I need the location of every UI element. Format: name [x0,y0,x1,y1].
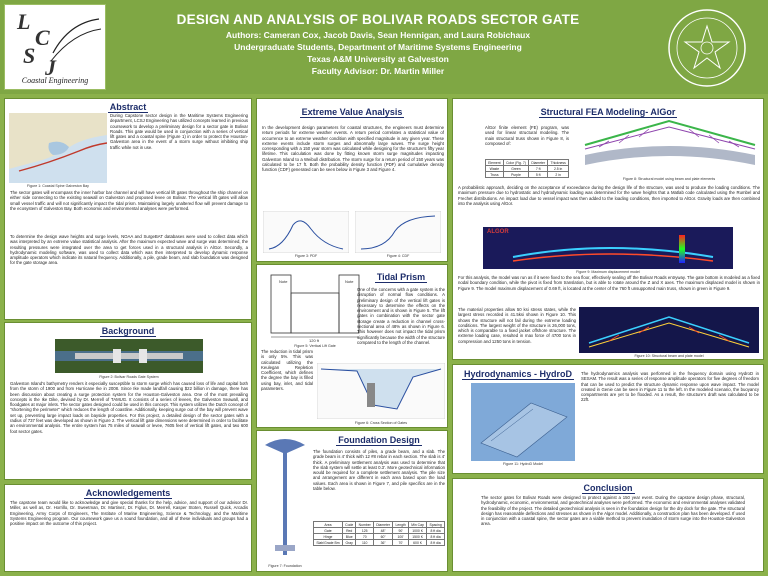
pdf-caption: Figure 3: PDF [294,254,318,258]
title-block: DESIGN AND ANALYSIS OF BOLIVAR ROADS SEC… [110,12,646,77]
logo-letter-l: L [17,9,31,34]
lift-gate-caption: Figure 5: Vertical Lift Gate [294,344,336,348]
foundation-text: The foundation consists of piles, a grad… [313,449,445,492]
background-panel: Background Figure 2: Bolivar Roads Gate … [4,322,252,480]
fea-analysis-text: For this analysis, the model was run as … [458,275,760,291]
university: Texas A&M University at Galveston [307,54,449,64]
logo-wave-icon [50,18,102,62]
tidal-prism-text-right: One of the concerns with a gate system i… [357,287,445,345]
foundation-caption: Figure 7: Foundation [268,564,302,568]
seal-icon [668,9,746,87]
authors: Authors: Cameran Cox, Jacob Davis, Sean … [225,30,531,40]
coastal-spine-map [9,113,107,183]
stress-caption: Figure 10: Structural beam and plate mod… [634,354,704,358]
foundation-drawing [265,439,305,555]
background-text: Galveston Island's bathymetry renders it… [10,381,248,434]
background-heading: Background [99,326,157,337]
hydrodynamics-panel: Hydrodynamics - HydroD Figure 11: HydroD… [452,364,764,474]
hydrod-model-image [471,383,575,461]
tidal-prism-text-left: The reduction in tidal prism is only 5%.… [261,349,313,392]
logo-letter-j: J [45,55,56,80]
tidal-prism-heading: Tidal Prism [374,272,428,283]
hydrodynamics-text: The hydrodynamics analysis was performed… [581,371,759,403]
abstract-heading: Abstract [107,102,149,113]
abstract-panel: Abstract Figure 1: Coastal Spine Galvest… [4,98,252,320]
fea-method-text: A probabilistic approach, deciding on th… [458,185,760,206]
stress-model-image [579,307,759,353]
poster-header [0,0,768,94]
acknowledgements-heading: Acknowledgements [83,488,173,499]
drawing-note-left: Note [279,279,288,284]
fea-heading: Structural FEA Modeling- AlGor [538,107,678,118]
logo-letter-s: S [23,43,36,68]
poster-title: DESIGN AND ANALYSIS OF BOLIVAR ROADS SEC… [176,12,580,27]
cross-section-caption: Figure 6: Cross Section of Gates [354,421,408,425]
gate-cross-section-plot [317,363,445,419]
acknowledgements-panel: Acknowledgements The capstone team would… [4,484,252,572]
logo-letter-c: C [35,25,50,50]
affiliation: Undergraduate Students, Department of Ma… [234,42,522,52]
displacement-model-image: ALGOR [483,227,733,269]
stress-model-icon [588,316,750,348]
pdf-plot [263,211,349,253]
foundation-heading: Foundation Design [336,435,422,446]
extreme-value-panel: Extreme Value Analysis In the developmen… [256,98,448,262]
fea-model-caption: Figure 8: Structural model using beam an… [622,177,716,181]
logo-caption: Coastal Engineering [21,76,89,85]
tidal-prism-panel: Note Note 120 ft Figure 5: Vertical Lift… [256,264,448,428]
logo-letters: L C S J [15,7,95,80]
displacement-model-icon [512,235,714,263]
extreme-value-heading: Extreme Value Analysis [299,107,405,118]
cdf-plot [355,211,441,253]
cdf-caption: Figure 4: CDF [386,254,410,258]
conclusion-heading: Conclusion [581,483,635,494]
drawing-dimension: 120 ft [309,338,320,343]
abstract-figure-caption: Figure 1: Coastal Spine Galveston Bay [27,184,89,188]
abstract-text-bottom: To determine the design wave heights and… [10,234,248,266]
drawing-note-right: Note [345,279,354,284]
truss-model-image [584,119,756,165]
extreme-value-text: In the development design parameters for… [262,125,444,173]
algor-label: ALGOR [487,229,509,235]
conclusion-panel: Conclusion The sector gates for Bolivar … [452,478,764,572]
background-figure-caption: Figure 2: Bolivar Roads Gate System [99,375,159,379]
conclusion-text: The sector gates for Bolivar Roads were … [481,495,745,527]
displacement-caption: Figure 9: Maximum displacement model [576,270,640,274]
faculty-advisor: Faculty Advisor: Dr. Martin Miller [311,66,445,76]
fea-panel: Structural FEA Modeling- AlGor AlGor fin… [452,98,764,360]
foundation-panel: Figure 7: Foundation Foundation Design T… [256,430,448,572]
hydrodynamics-heading: Hydrodynamics - HydroD [461,369,575,380]
abstract-text-mid: The sector gates will encompass the inne… [10,190,248,211]
fea-stress-text: The material properties allow 50 ksi str… [458,307,576,344]
tamu-seal [650,6,764,90]
gate-system-image [55,339,203,373]
acknowledgements-text: The capstone team would like to acknowle… [10,500,248,527]
hydrod-caption: Figure 11: HydroD Model [503,462,543,466]
abstract-text-top: During Capstone sector design in the Mar… [110,113,248,150]
fea-intro-text: AlGor finite element (FE) program, was u… [485,125,569,146]
vertical-lift-gate-drawing: Note Note 120 ft [270,274,360,343]
lcsj-logo: L C S J Coastal Engineering [4,4,106,90]
